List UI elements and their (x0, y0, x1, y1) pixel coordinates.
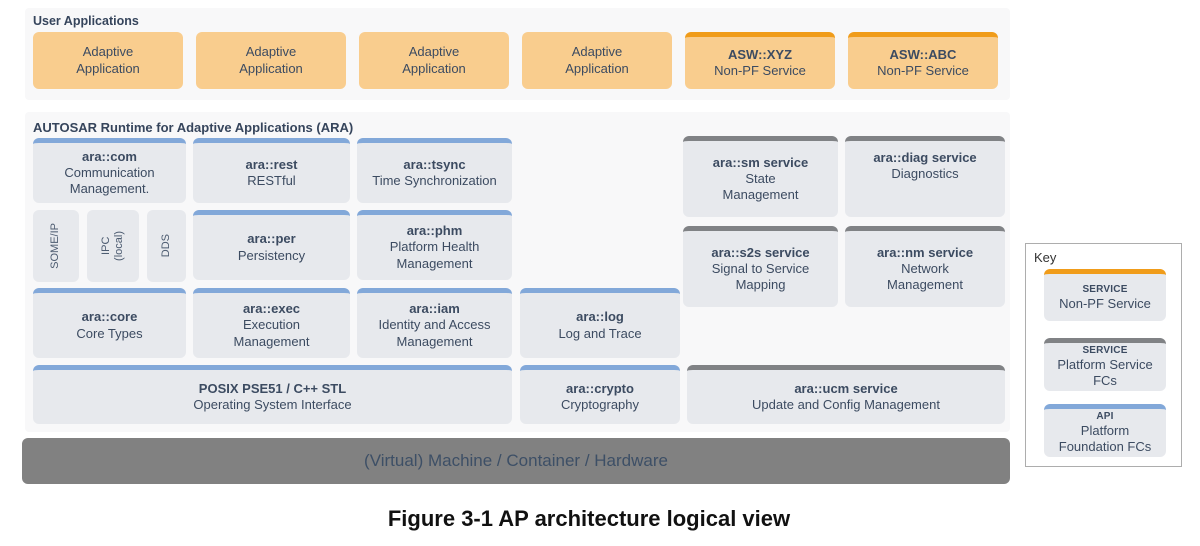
asw-abc-title: ASW::ABC (889, 46, 957, 62)
adaptive-application-text: Adaptive Application (565, 44, 629, 76)
adaptive-application-text: Adaptive Application (402, 44, 466, 76)
ara-nm-title: ara::nm service (876, 244, 974, 260)
key-item-platform-service-tag: SERVICE (1082, 345, 1128, 357)
user-applications-label: User Applications (33, 14, 139, 28)
adaptive-application-text: Adaptive Application (76, 44, 140, 76)
ara-per-box: ara::per Persistency (193, 210, 350, 280)
posix-sub: Operating System Interface (193, 397, 352, 412)
ara-tsync-sub: Time Synchronization (372, 173, 497, 188)
ara-crypto-sub: Cryptography (560, 397, 640, 412)
ara-label: AUTOSAR Runtime for Adaptive Application… (33, 120, 354, 135)
ara-log-box: ara::log Log and Trace (520, 288, 680, 358)
ara-crypto-title: ara::crypto (566, 380, 634, 396)
ara-ucm-sub: Update and Config Management (752, 397, 940, 412)
ara-core-title: ara::core (81, 309, 138, 325)
ara-iam-sub: Identity and Access Management (378, 317, 491, 349)
ara-nm-sub: Network Management (887, 260, 963, 293)
ara-nm-box: ara::nm service Network Management (845, 226, 1005, 307)
posix-title: POSIX PSE51 / C++ STL (198, 380, 347, 396)
ara-iam-box: ara::iam Identity and Access Management (357, 288, 512, 358)
ara-ucm-title: ara::ucm service (794, 380, 898, 396)
key-item-platform-service: SERVICE Platform Service FCs (1044, 338, 1166, 391)
asw-xyz-sub: Non-PF Service (714, 63, 806, 78)
ara-exec-box: ara::exec Execution Management (193, 288, 350, 358)
ara-sm-title: ara::sm service (712, 154, 809, 170)
adaptive-application-box-4: Adaptive Application (522, 32, 672, 89)
ara-rest-sub: RESTful (247, 173, 296, 188)
ara-rest-title: ara::rest (245, 156, 298, 172)
ara-rest-box: ara::rest RESTful (193, 138, 350, 203)
ara-per-sub: Persistency (237, 247, 306, 263)
posix-os-interface-box: POSIX PSE51 / C++ STL Operating System I… (33, 365, 512, 424)
ipc-local-box: IPC (local) (87, 210, 139, 282)
someip-box: SOME/IP (33, 210, 79, 282)
ara-com-sub: Communication Management. (64, 164, 155, 197)
key-item-non-pf-tag: SERVICE (1082, 283, 1128, 295)
ara-sm-sub: State Management (722, 170, 799, 203)
user-applications-panel: User Applications (25, 8, 1010, 100)
key-item-api-sub: Platform Foundation FCs (1058, 423, 1152, 454)
adaptive-application-box-3: Adaptive Application (359, 32, 509, 89)
adaptive-application-box-1: Adaptive Application (33, 32, 183, 89)
asw-abc-box: ASW::ABC Non-PF Service (848, 32, 998, 89)
key-item-api-foundation: API Platform Foundation FCs (1044, 404, 1166, 457)
ara-tsync-box: ara::tsync Time Synchronization (357, 138, 512, 203)
ara-s2s-box: ara::s2s service Signal to Service Mappi… (683, 226, 838, 307)
ara-per-title: ara::per (247, 231, 296, 247)
ara-diag-sub: Diagnostics (891, 166, 959, 181)
adaptive-application-box-2: Adaptive Application (196, 32, 346, 89)
ipc-local-label: IPC (local) (99, 231, 125, 261)
ara-exec-title: ara::exec (242, 301, 301, 317)
ara-core-sub: Core Types (76, 325, 143, 341)
key-item-platform-service-sub: Platform Service FCs (1057, 357, 1153, 388)
ara-log-title: ara::log (576, 309, 624, 325)
ara-crypto-box: ara::crypto Cryptography (520, 365, 680, 424)
dds-box: DDS (147, 210, 186, 282)
ara-phm-sub: Platform Health Management (389, 239, 480, 271)
someip-label: SOME/IP (49, 223, 62, 269)
ara-phm-title: ara::phm (406, 223, 463, 239)
figure-caption: Figure 3-1 AP architecture logical view (387, 506, 791, 531)
hardware-bar: (Virtual) Machine / Container / Hardware (22, 438, 1010, 484)
key-label: Key (1034, 250, 1057, 265)
ara-sm-box: ara::sm service State Management (683, 136, 838, 217)
adaptive-application-text: Adaptive Application (239, 44, 303, 76)
ara-exec-sub: Execution Management (233, 317, 310, 349)
key-item-non-pf-service: SERVICE Non-PF Service (1044, 269, 1166, 321)
ara-tsync-title: ara::tsync (403, 156, 466, 172)
ara-s2s-sub: Signal to Service Mapping (711, 260, 810, 293)
ara-diag-box: ara::diag service Diagnostics (845, 136, 1005, 217)
ara-phm-box: ara::phm Platform Health Management (357, 210, 512, 280)
dds-label: DDS (159, 234, 172, 258)
ara-com-title: ara::com (82, 148, 137, 164)
ara-log-sub: Log and Trace (558, 325, 642, 341)
asw-abc-sub: Non-PF Service (877, 63, 969, 78)
key-item-non-pf-sub: Non-PF Service (1059, 295, 1151, 311)
hardware-bar-label: (Virtual) Machine / Container / Hardware (364, 451, 668, 470)
key-panel: Key SERVICE Non-PF Service SERVICE Platf… (1025, 243, 1182, 467)
ara-com-box: ara::com Communication Management. (33, 138, 186, 203)
ara-core-box: ara::core Core Types (33, 288, 186, 358)
asw-xyz-title: ASW::XYZ (727, 46, 793, 62)
ara-iam-title: ara::iam (409, 301, 460, 317)
ara-s2s-title: ara::s2s service (711, 244, 810, 260)
key-item-api-tag: API (1096, 411, 1114, 423)
ara-diag-title: ara::diag service (873, 149, 977, 165)
asw-xyz-box: ASW::XYZ Non-PF Service (685, 32, 835, 89)
ara-ucm-box: ara::ucm service Update and Config Manag… (687, 365, 1005, 424)
